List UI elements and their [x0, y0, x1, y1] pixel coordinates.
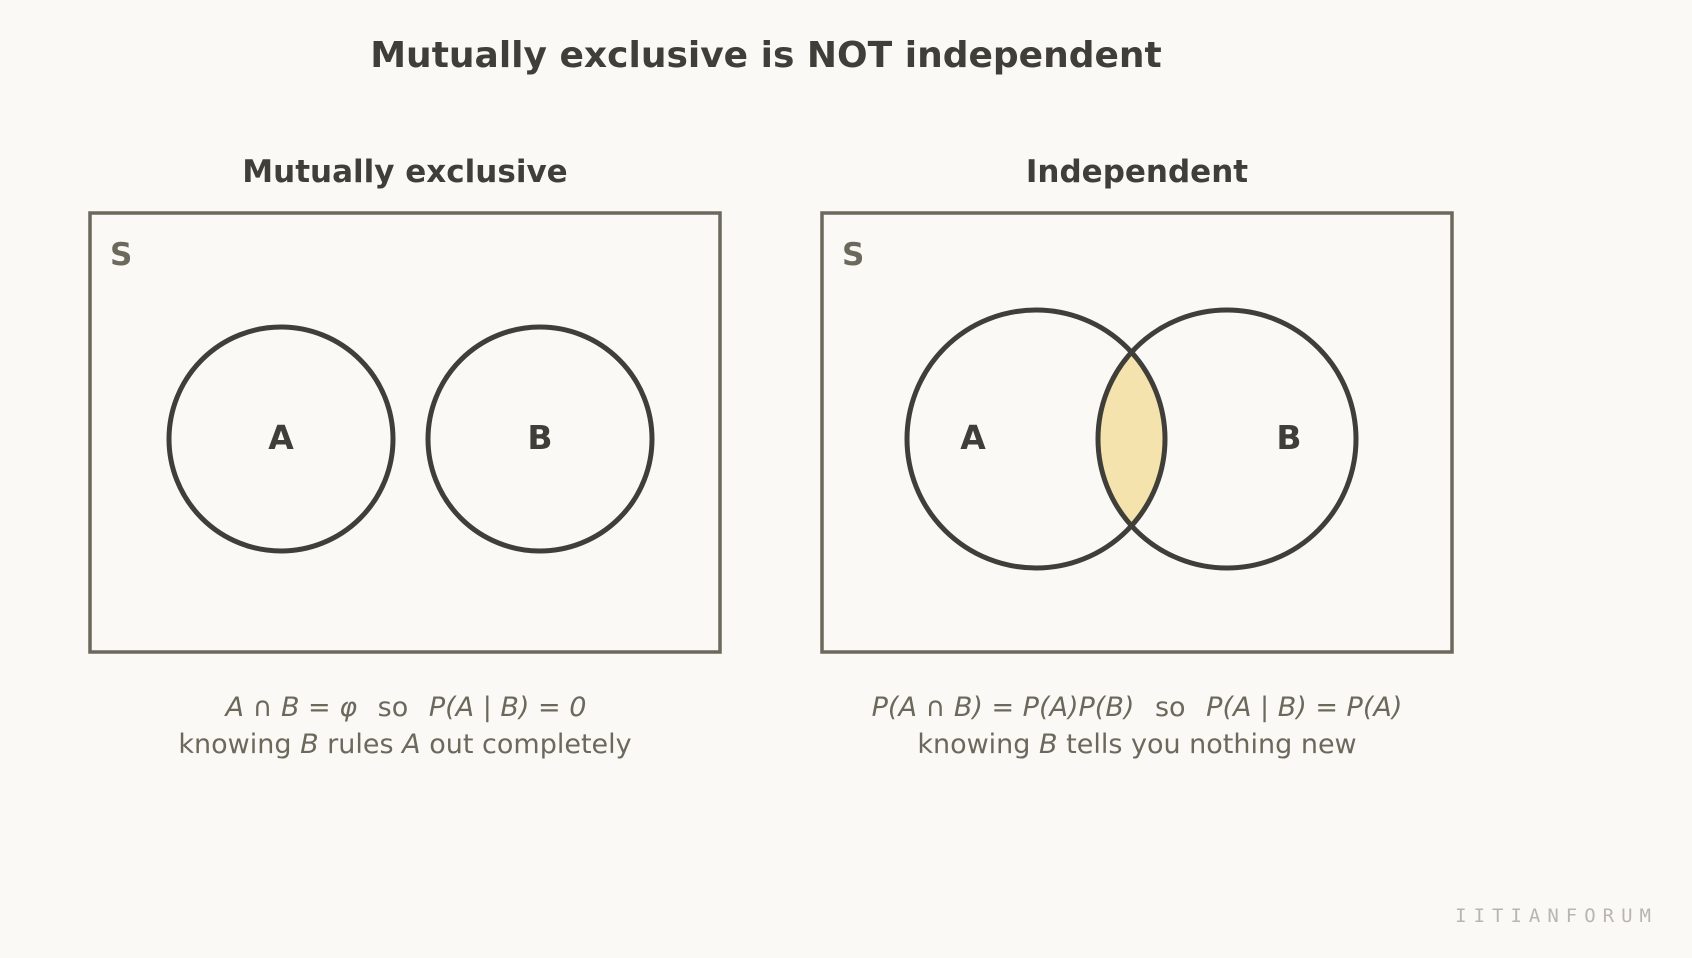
sample-space-frame [88, 211, 722, 654]
watermark: IITIANFORUM [1455, 905, 1658, 927]
caption-formula: P(A ∩ B) = P(A)P(B) so P(A | B) = P(A) [872, 692, 1403, 723]
caption-joiner: so [1155, 692, 1186, 723]
caption-text: tells you nothing new [1058, 729, 1357, 760]
panel-heading-mutually-exclusive: Mutually exclusive [242, 154, 567, 190]
caption-explanation: knowing B tells you nothing new [917, 729, 1356, 760]
caption-text: out completely [421, 729, 632, 760]
caption-var-b: B [300, 729, 319, 760]
page-title: Mutually exclusive is NOT independent [370, 35, 1162, 76]
panel-heading-independent: Independent [1026, 154, 1248, 190]
caption-joiner: so [378, 692, 409, 723]
sample-space-label: S [110, 237, 132, 273]
panel-mutually-exclusive: Mutually exclusive S A B A ∩ B = φ so P(… [88, 154, 722, 760]
sample-space-frame [820, 211, 1454, 654]
set-a-label: A [268, 418, 294, 457]
caption-lhs: A ∩ B = φ [224, 692, 358, 723]
caption-rhs: P(A | B) = 0 [429, 692, 587, 723]
caption-lhs: P(A ∩ B) = P(A)P(B) [872, 692, 1135, 723]
caption-var-a: A [400, 729, 420, 760]
sample-space-label: S [842, 237, 864, 273]
set-b-circle [425, 324, 655, 554]
caption-formula: A ∩ B = φ so P(A | B) = 0 [224, 692, 587, 723]
set-a-circle [904, 307, 1168, 571]
caption-rhs: P(A | B) = P(A) [1206, 692, 1402, 723]
caption-text: rules [319, 729, 403, 760]
set-b-circle [1095, 307, 1359, 571]
set-b-label: B [1276, 418, 1301, 457]
caption-text: knowing [917, 729, 1039, 760]
caption-explanation: knowing B rules A out completely [178, 729, 631, 760]
panel-independent: Independent S A B P(A ∩ B) = P(A)P(B) so… [820, 154, 1454, 760]
caption-var-b: B [1039, 729, 1058, 760]
caption-text: knowing [178, 729, 300, 760]
set-a-circle [166, 324, 396, 554]
set-b-label: B [527, 418, 552, 457]
set-a-label: A [960, 418, 986, 457]
